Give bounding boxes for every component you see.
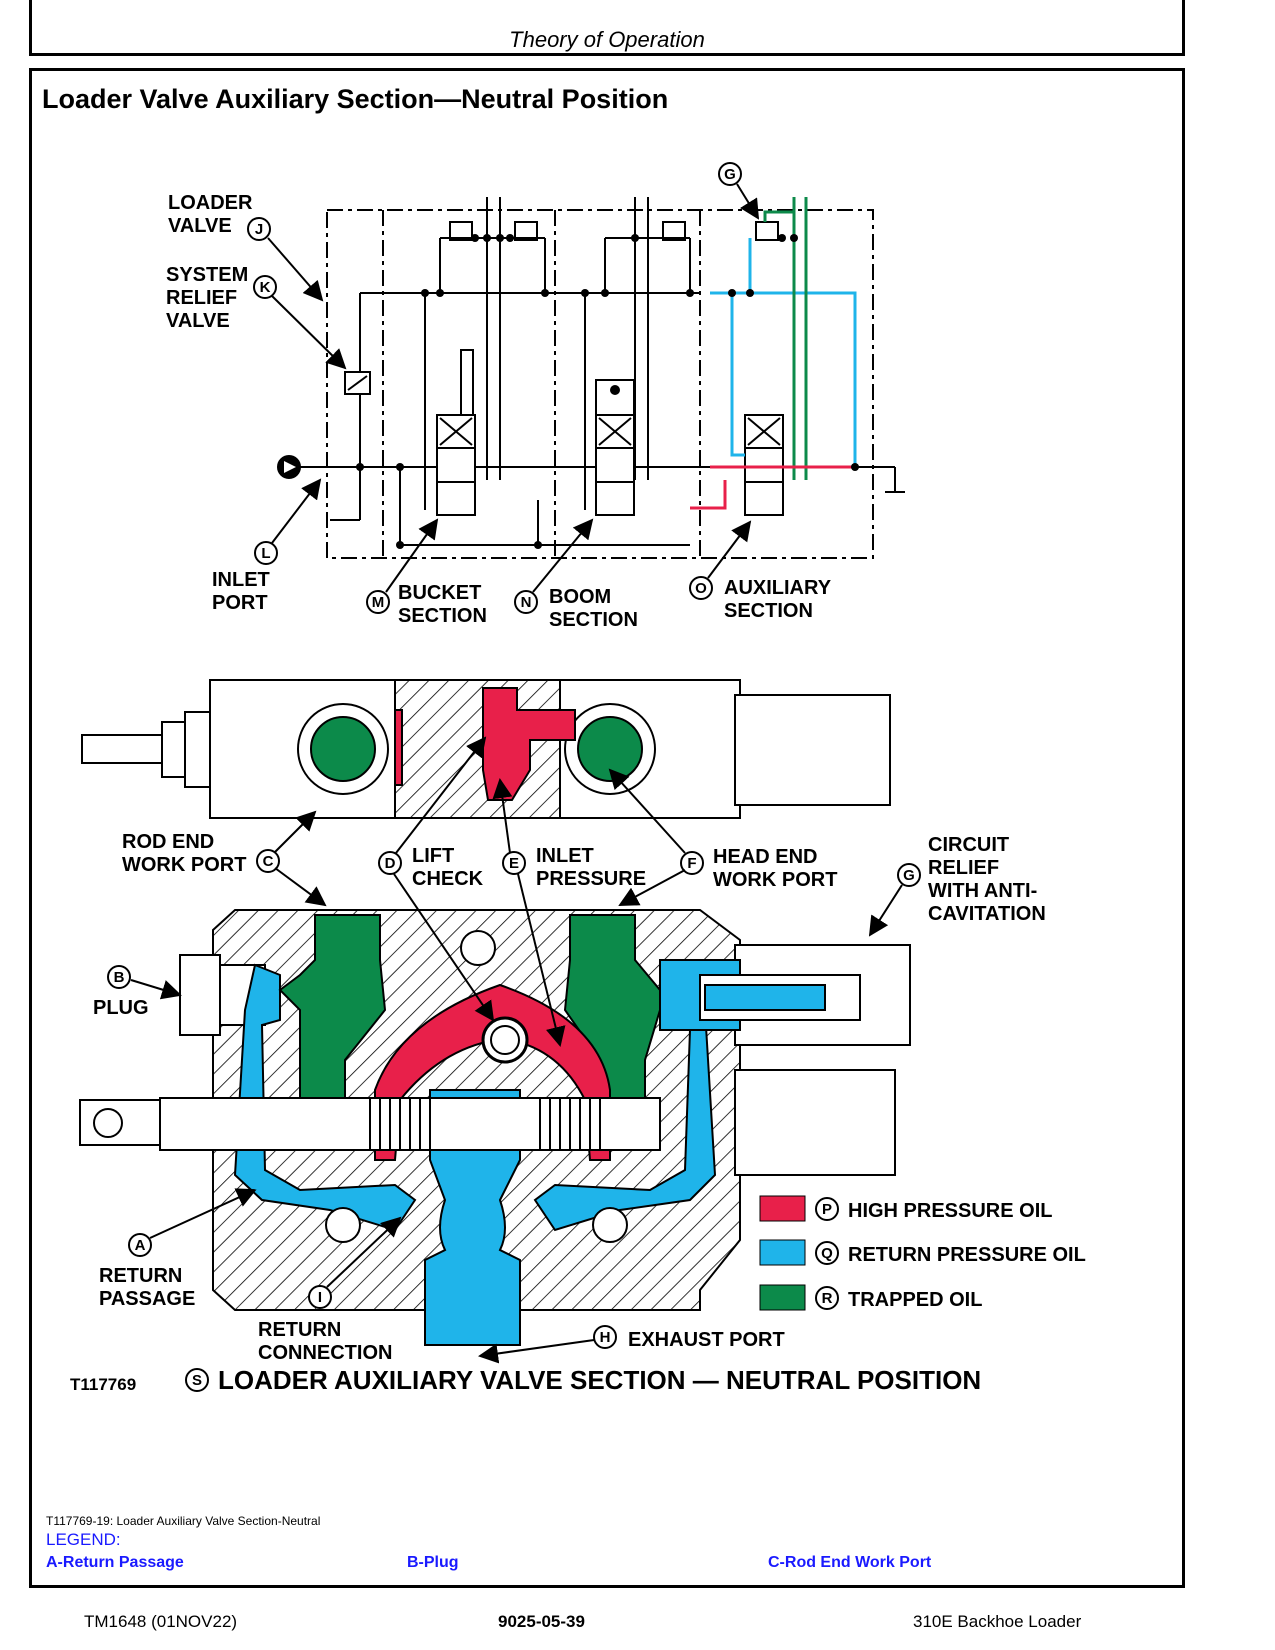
head-end-label-2: WORK PORT <box>713 869 837 891</box>
system-relief-label-1: SYSTEM <box>166 264 248 286</box>
callout-q: Q <box>821 1245 833 1262</box>
system-relief-label-3: VALVE <box>166 310 230 332</box>
inlet-pressure-label-1: INLET <box>536 845 594 867</box>
callout-j: J <box>255 221 263 238</box>
footer-model: 310E Backhoe Loader <box>913 1612 1082 1631</box>
callout-s: S <box>192 1372 202 1389</box>
circuit-relief-label-2: RELIEF <box>928 857 999 879</box>
legend-return-pressure: RETURN PRESSURE OIL <box>848 1244 1086 1266</box>
oil-legend: P Q R HIGH PRESSURE OIL RETURN PRESSURE … <box>759 1195 1086 1311</box>
auxiliary-label-1: AUXILIARY <box>724 577 832 599</box>
head-end-label-1: HEAD END <box>713 846 817 868</box>
exhaust-port-label: EXHAUST PORT <box>628 1329 785 1351</box>
callout-a: A <box>135 1237 146 1254</box>
return-passage-label-1: RETURN <box>99 1265 182 1287</box>
boom-label-2: SECTION <box>549 609 638 631</box>
bucket-label-1: BUCKET <box>398 582 481 604</box>
callout-l: L <box>261 545 270 562</box>
section-title: Loader Valve Auxiliary Section—Neutral P… <box>42 84 669 114</box>
inlet-port-label-2: PORT <box>212 592 268 614</box>
legend-high-pressure: HIGH PRESSURE OIL <box>848 1200 1052 1222</box>
callout-k: K <box>260 279 271 296</box>
bucket-spool-symbol <box>436 414 476 516</box>
loader-valve-envelope <box>326 209 874 559</box>
callout-p: P <box>822 1201 832 1218</box>
callout-m: M <box>372 594 385 611</box>
bucket-label-2: SECTION <box>398 605 487 627</box>
figure-id: T117769 <box>70 1375 136 1394</box>
callout-c: C <box>263 853 274 870</box>
circuit-relief-label-4: CAVITATION <box>928 903 1046 925</box>
figure-caption: T117769-19: Loader Auxiliary Valve Secti… <box>46 1514 321 1528</box>
callout-n: N <box>521 594 532 611</box>
circuit-relief-label-3: WITH ANTI- <box>928 880 1037 902</box>
inlet-port-label-1: INLET <box>212 569 270 591</box>
footer-manual-id: TM1648 (01NOV22) <box>84 1612 238 1631</box>
callout-h: H <box>600 1329 611 1346</box>
rod-end-label-2: WORK PORT <box>122 854 246 876</box>
swatch-high-pressure <box>759 1195 806 1222</box>
callout-g-top: G <box>724 166 736 183</box>
valve-top-view <box>81 679 891 819</box>
plug-label: PLUG <box>93 997 149 1019</box>
system-relief-label-2: RELIEF <box>166 287 237 309</box>
hydraulic-schematic <box>277 197 905 559</box>
return-connection-label-2: CONNECTION <box>258 1342 392 1364</box>
lift-check-label-2: CHECK <box>412 868 484 890</box>
loader-valve-label-1: LOADER <box>168 192 253 214</box>
auxiliary-spool-symbol <box>744 414 784 516</box>
legend-trapped: TRAPPED OIL <box>848 1289 982 1311</box>
figure-title: LOADER AUXILIARY VALVE SECTION — NEUTRAL… <box>218 1365 981 1395</box>
loader-valve-label-2: VALVE <box>168 215 232 237</box>
legend-heading: LEGEND: <box>46 1530 121 1549</box>
callout-r: R <box>822 1290 833 1307</box>
callout-g: G <box>903 867 915 884</box>
footer-page-number: 9025-05-39 <box>498 1612 585 1631</box>
return-passage-label-2: PASSAGE <box>99 1288 195 1310</box>
legend-link-a[interactable]: A-Return Passage <box>46 1554 184 1571</box>
legend-link-c[interactable]: C-Rod End Work Port <box>768 1554 932 1571</box>
return-connection-label-1: RETURN <box>258 1319 341 1341</box>
valve-cutaway <box>79 909 911 1346</box>
schematic-labels: LOADER VALVE SYSTEM RELIEF VALVE INLET P… <box>166 162 832 631</box>
circuit-relief-label-1: CIRCUIT <box>928 834 1009 856</box>
swatch-trapped <box>759 1284 806 1311</box>
lift-check-label-1: LIFT <box>412 845 454 867</box>
callout-o: O <box>695 580 707 597</box>
page-header-title: Theory of Operation <box>509 27 705 52</box>
swatch-return-pressure <box>759 1239 806 1266</box>
rod-end-label-1: ROD END <box>122 831 214 853</box>
callout-d: D <box>385 855 396 872</box>
header-frame: Theory of Operation <box>29 0 1185 56</box>
boom-label-1: BOOM <box>549 586 611 608</box>
content-frame <box>29 68 1185 1588</box>
legend-link-b[interactable]: B-Plug <box>407 1554 459 1571</box>
cutaway-labels: ROD END WORK PORT LIFT CHECK INLET PRESS… <box>93 736 1046 1392</box>
callout-e: E <box>509 855 519 872</box>
callout-i: I <box>318 1289 322 1306</box>
auxiliary-label-2: SECTION <box>724 600 813 622</box>
callout-b: B <box>114 969 125 986</box>
callout-f: F <box>687 855 696 872</box>
inlet-pressure-label-2: PRESSURE <box>536 868 646 890</box>
